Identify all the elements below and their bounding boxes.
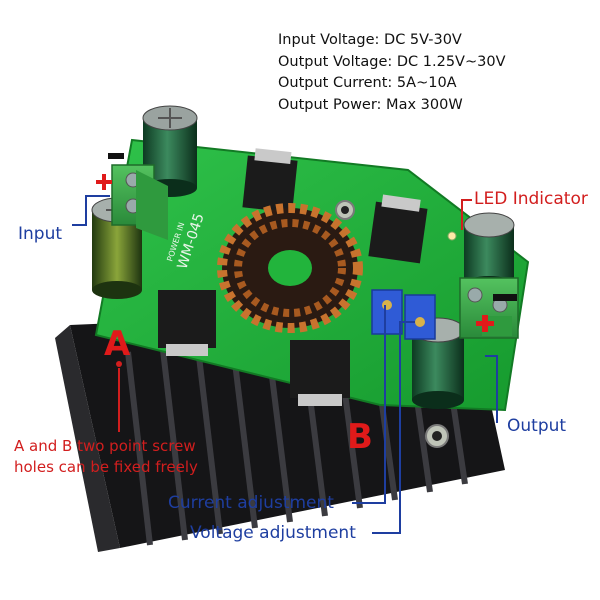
leader-current bbox=[352, 305, 386, 504]
input-label: Input bbox=[18, 224, 63, 244]
screw-hole-b bbox=[425, 424, 449, 448]
point-a-label: A bbox=[104, 324, 131, 364]
mosfet-right bbox=[368, 194, 428, 264]
screw-note-line1: A and B two point screw bbox=[14, 437, 196, 455]
led-indicator-label: LED Indicator bbox=[474, 189, 588, 209]
screw-hole-top bbox=[335, 200, 355, 220]
leader-voltage bbox=[372, 321, 415, 534]
leader-led bbox=[461, 199, 472, 230]
output-label: Output bbox=[507, 416, 567, 436]
input-terminal-block bbox=[111, 164, 168, 240]
current-adjustment-label: Current adjustment bbox=[168, 493, 334, 513]
screw-note: A and B two point screw holes can be fix… bbox=[14, 436, 198, 478]
mosfet-top bbox=[242, 148, 298, 213]
input-plus-marker bbox=[96, 174, 112, 190]
spec-input-voltage: Input Voltage: DC 5V-30V bbox=[278, 32, 462, 48]
current-potentiometer bbox=[371, 289, 403, 335]
voltage-adjustment-label: Voltage adjustment bbox=[190, 523, 356, 543]
spec-output-power: Output Power: Max 300W bbox=[278, 96, 463, 113]
mosfet-left bbox=[158, 290, 216, 356]
point-a-dot bbox=[116, 361, 122, 367]
screw-note-line2: holes can be fixed freely bbox=[14, 458, 198, 476]
spec-output-voltage: Output Voltage: DC 1.25V~30V bbox=[278, 53, 506, 70]
mosfet-bottom bbox=[290, 340, 350, 406]
output-plus-marker bbox=[476, 315, 494, 332]
toroid-inductor bbox=[217, 203, 363, 333]
spec-output-current: Output Current: 5A~10A bbox=[278, 75, 457, 91]
led bbox=[447, 231, 457, 241]
point-b-label: B bbox=[347, 417, 373, 457]
output-terminal-block bbox=[459, 277, 519, 339]
output-minus-marker bbox=[493, 294, 517, 301]
input-minus-marker bbox=[108, 153, 124, 159]
voltage-potentiometer bbox=[404, 294, 436, 340]
specifications: Input Voltage: DC 5V-30V Output Voltage:… bbox=[278, 30, 505, 116]
leader-input bbox=[72, 195, 110, 226]
leader-output bbox=[485, 355, 498, 423]
